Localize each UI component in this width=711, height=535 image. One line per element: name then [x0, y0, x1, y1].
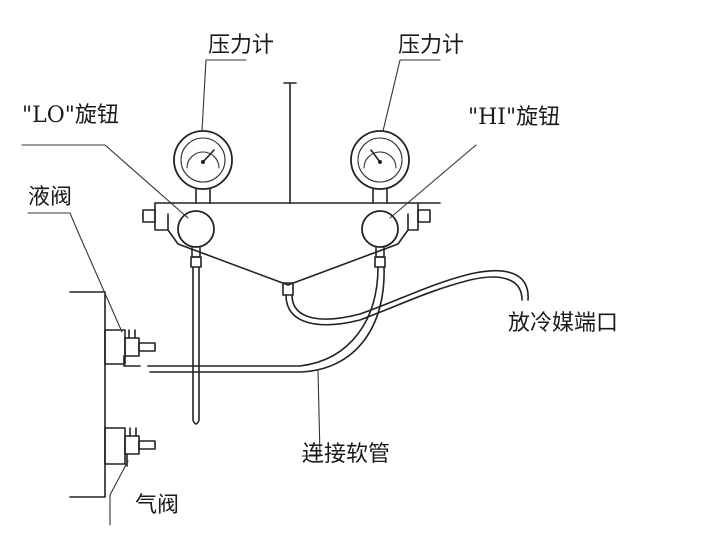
gas-valve-label: 气阀: [135, 493, 180, 518]
gauge-left-label: 压力计: [208, 33, 275, 58]
hi-knob: [361, 210, 399, 268]
left-pressure-gauge: [173, 130, 233, 204]
hi-knob-label: "HI"旋钮: [468, 105, 561, 130]
gas-valve-body: [104, 427, 156, 467]
lo-knob-label: "LO"旋钮: [22, 103, 119, 128]
hose-label: 连接软管: [302, 442, 391, 467]
hoses: [147, 266, 529, 425]
outdoor-unit-outline: [69, 291, 106, 498]
refrigerant-port-label: 放冷媒端口: [508, 311, 619, 336]
lo-knob: [177, 210, 215, 268]
liquid-valve-body: [104, 329, 156, 367]
center-port: [282, 282, 294, 296]
leader-lines: [21, 59, 477, 526]
gauge-right-label: 压力计: [398, 33, 465, 58]
right-pressure-gauge: [350, 130, 410, 204]
manifold-body: [142, 82, 441, 286]
liquid-valve-label: 液阀: [28, 185, 73, 210]
